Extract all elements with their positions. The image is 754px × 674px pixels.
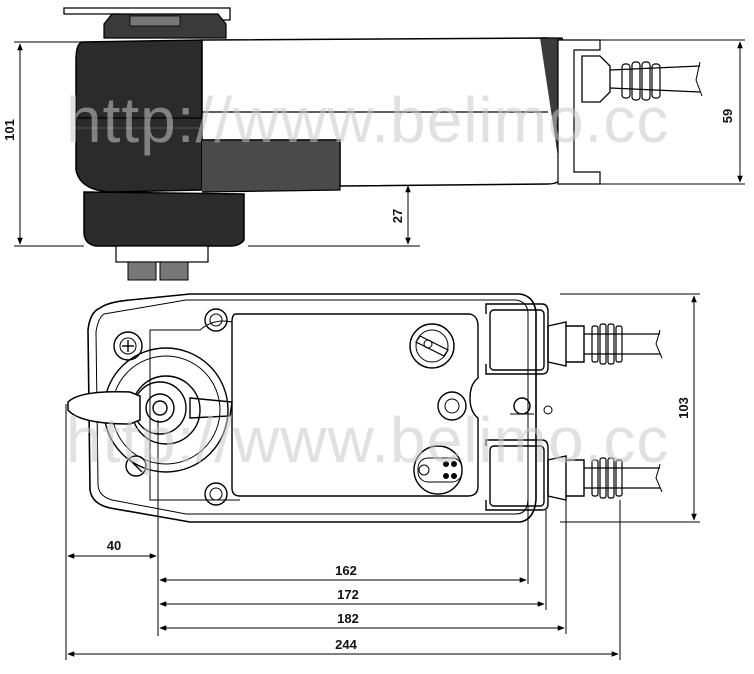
side-dimensions (14, 39, 745, 247)
indicator-icon (510, 397, 553, 415)
watermark-top: http://www.belimo.cc (66, 84, 669, 156)
clamp-lever (67, 390, 141, 425)
center-nut-icon (437, 391, 467, 421)
cable-top (547, 321, 663, 367)
mounting-hole (204, 308, 228, 332)
dial-icon (409, 323, 455, 369)
dim-label-59: 59 (720, 109, 735, 123)
side-cable-gland (581, 55, 611, 103)
side-bottom-block (83, 191, 245, 247)
adjust-screw-icon (113, 331, 143, 361)
side-shaft (115, 245, 209, 263)
mounting-hole (204, 482, 228, 506)
dim-label-27: 27 (390, 209, 405, 223)
top-view (67, 293, 663, 523)
screw-icon (125, 455, 147, 477)
top-inner-panel (231, 313, 479, 497)
dim-label-162: 162 (335, 563, 357, 578)
top-dimensions (65, 293, 700, 660)
watermark-bottom: http://www.belimo.cc (66, 404, 669, 476)
dim-label-244: 244 (335, 637, 357, 652)
cable-bottom (547, 455, 663, 501)
dim-label-103: 103 (676, 397, 691, 419)
terminal-icon (413, 445, 463, 495)
dim-label-101: 101 (2, 119, 17, 141)
dim-label-182: 182 (337, 611, 359, 626)
dim-label-40: 40 (107, 538, 121, 553)
dim-label-172: 172 (337, 587, 359, 602)
side-bracket (557, 39, 601, 185)
rotary-clamp (67, 347, 233, 473)
side-view (63, 7, 703, 281)
